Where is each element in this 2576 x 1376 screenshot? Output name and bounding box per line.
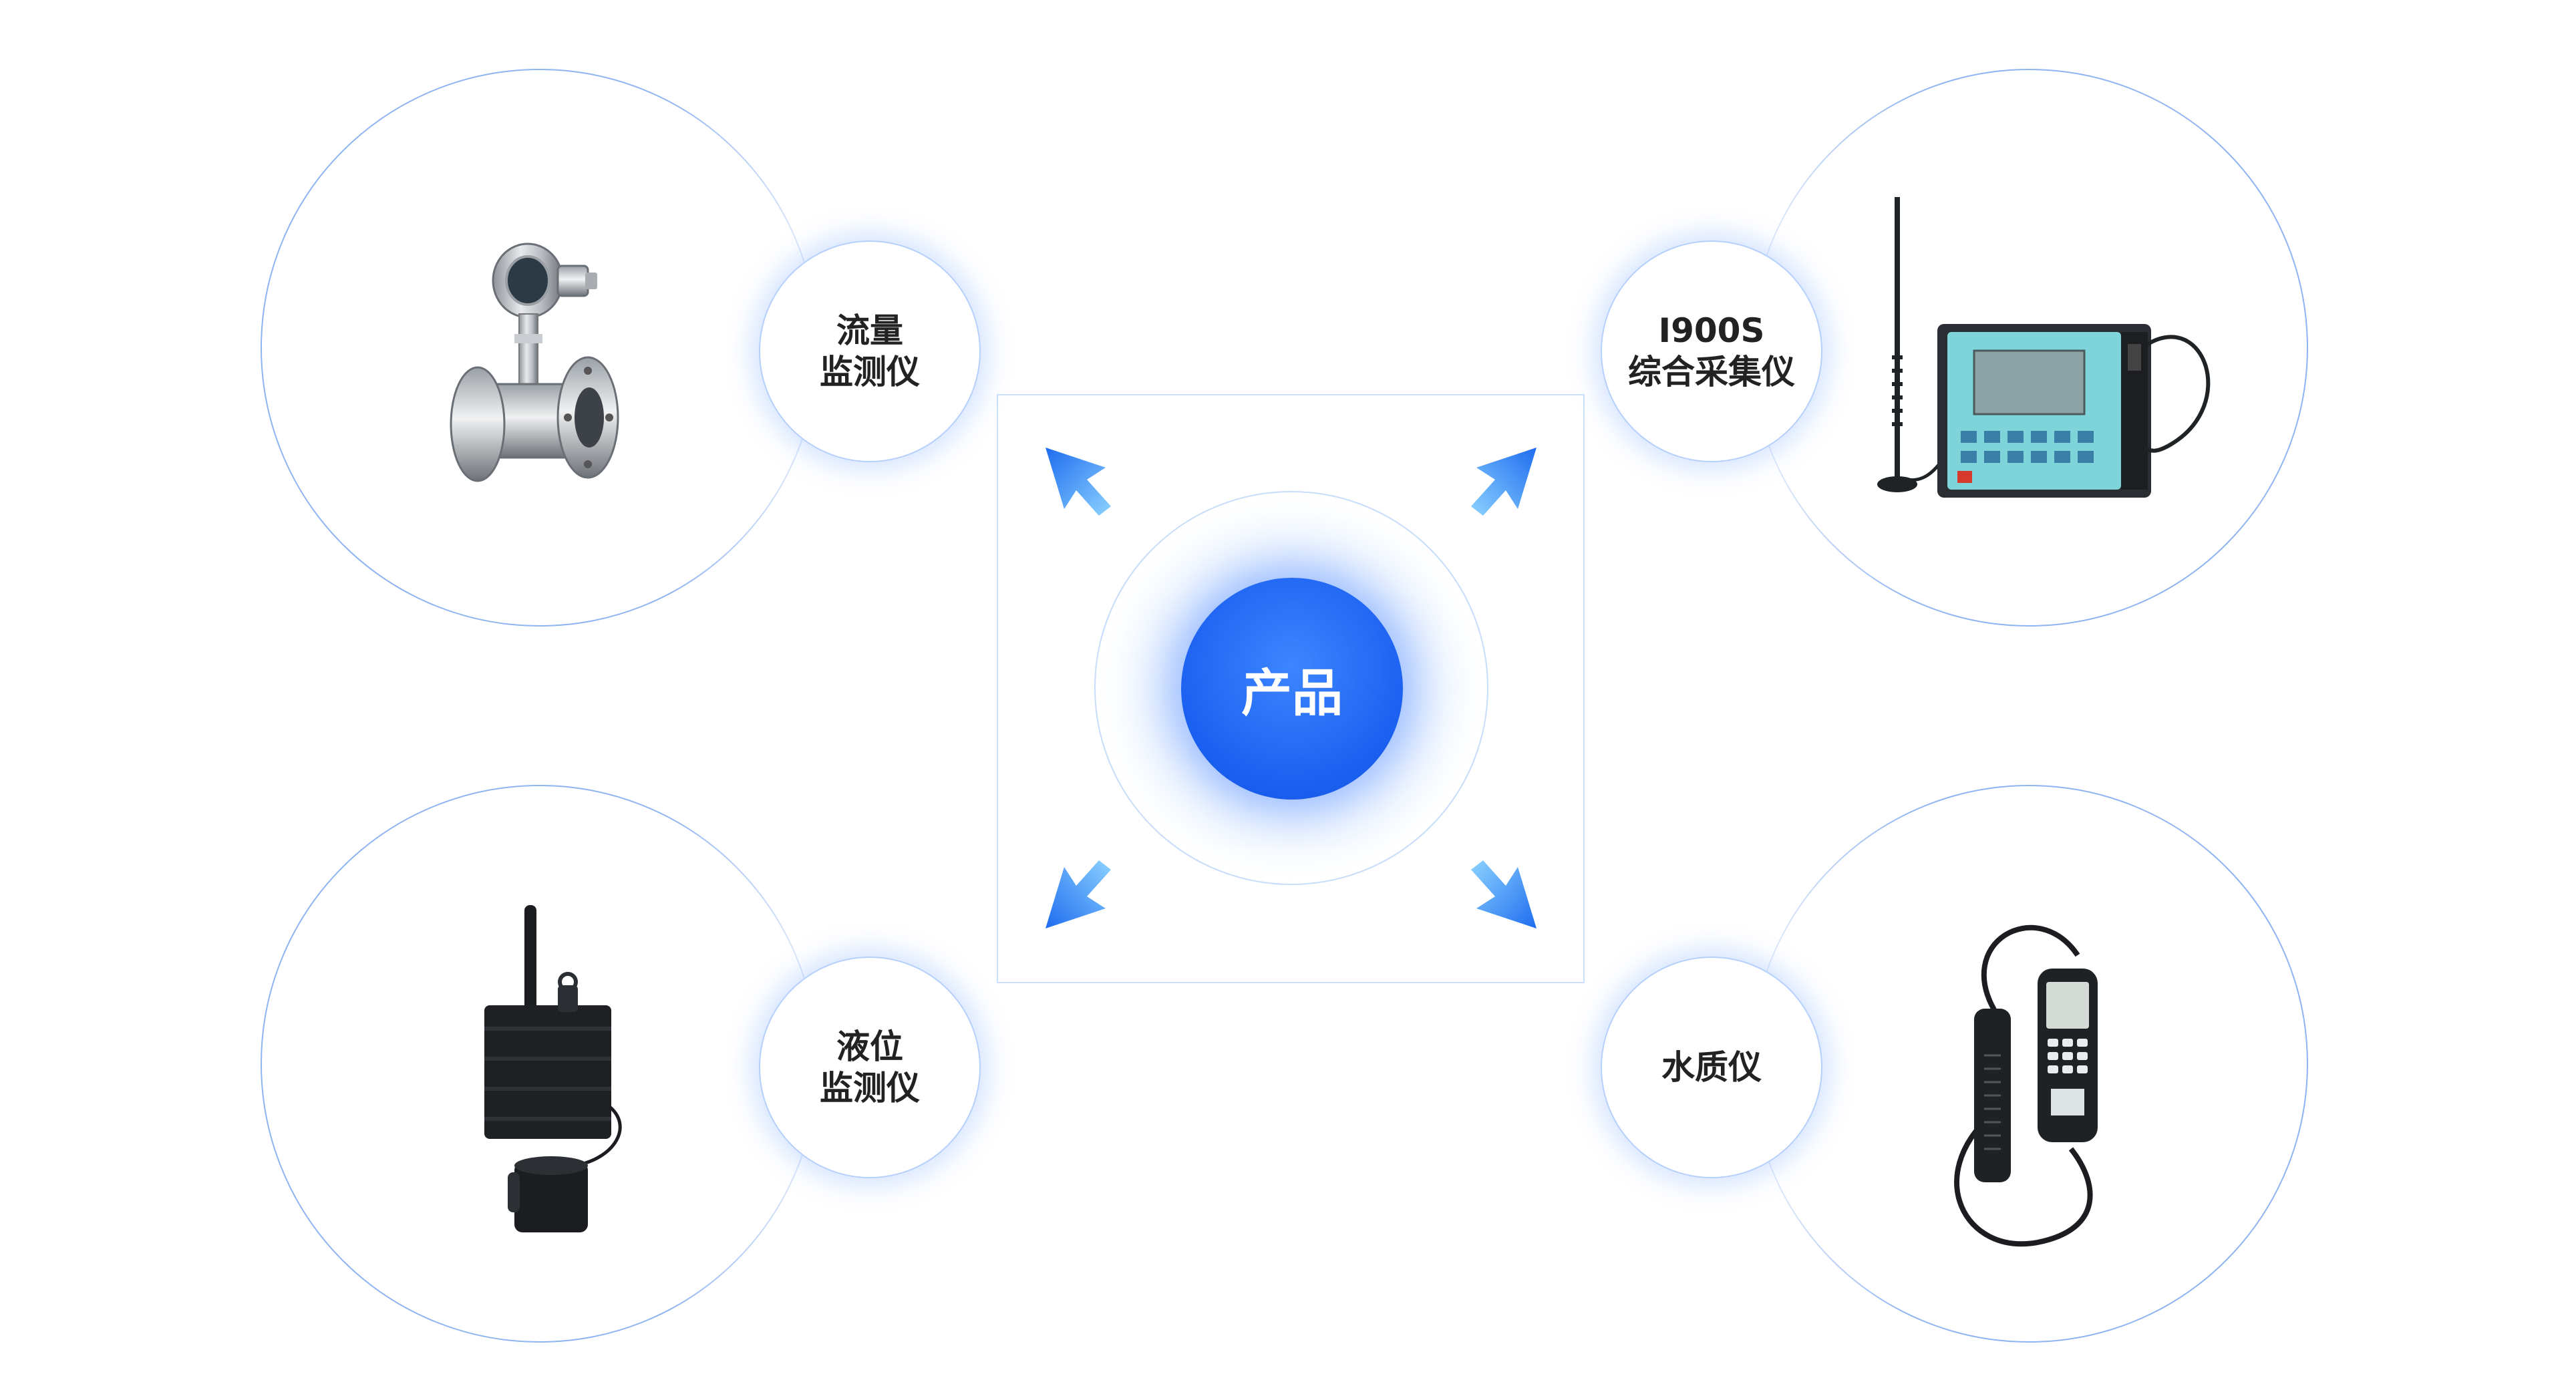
data-collector-icon bbox=[1877, 197, 2211, 498]
level-monitor-icon bbox=[484, 905, 622, 1232]
water-quality-meter-icon bbox=[1954, 924, 2098, 1246]
collector-label: I900S 综合采集仪 bbox=[1601, 240, 1822, 462]
arrow-up-left-icon bbox=[1045, 448, 1111, 516]
flowmeter-icon bbox=[450, 242, 619, 482]
collector-label-line2: 综合采集仪 bbox=[1628, 353, 1795, 391]
center-frame bbox=[997, 394, 1585, 983]
level-monitor-label-line1: 液位 bbox=[836, 1027, 903, 1066]
arrow-down-right-icon bbox=[1471, 860, 1537, 928]
arrow-down-left-icon bbox=[1045, 860, 1111, 928]
flow-monitor-label: 流量 监测仪 bbox=[759, 240, 981, 462]
flow-monitor-label-line1: 流量 bbox=[836, 311, 903, 350]
flow-monitor-label-line2: 监测仪 bbox=[820, 353, 920, 391]
water-quality-label: 水质仪 bbox=[1601, 957, 1822, 1178]
center-product-node: 产品 bbox=[1181, 578, 1403, 800]
water-quality-label-line1: 水质仪 bbox=[1661, 1048, 1762, 1087]
level-monitor-label-line2: 监测仪 bbox=[820, 1069, 920, 1107]
arrow-up-right-icon bbox=[1471, 448, 1537, 516]
level-monitor-label: 液位 监测仪 bbox=[759, 957, 981, 1178]
center-product-label: 产品 bbox=[1241, 663, 1343, 723]
collector-label-line1: I900S bbox=[1658, 311, 1765, 350]
